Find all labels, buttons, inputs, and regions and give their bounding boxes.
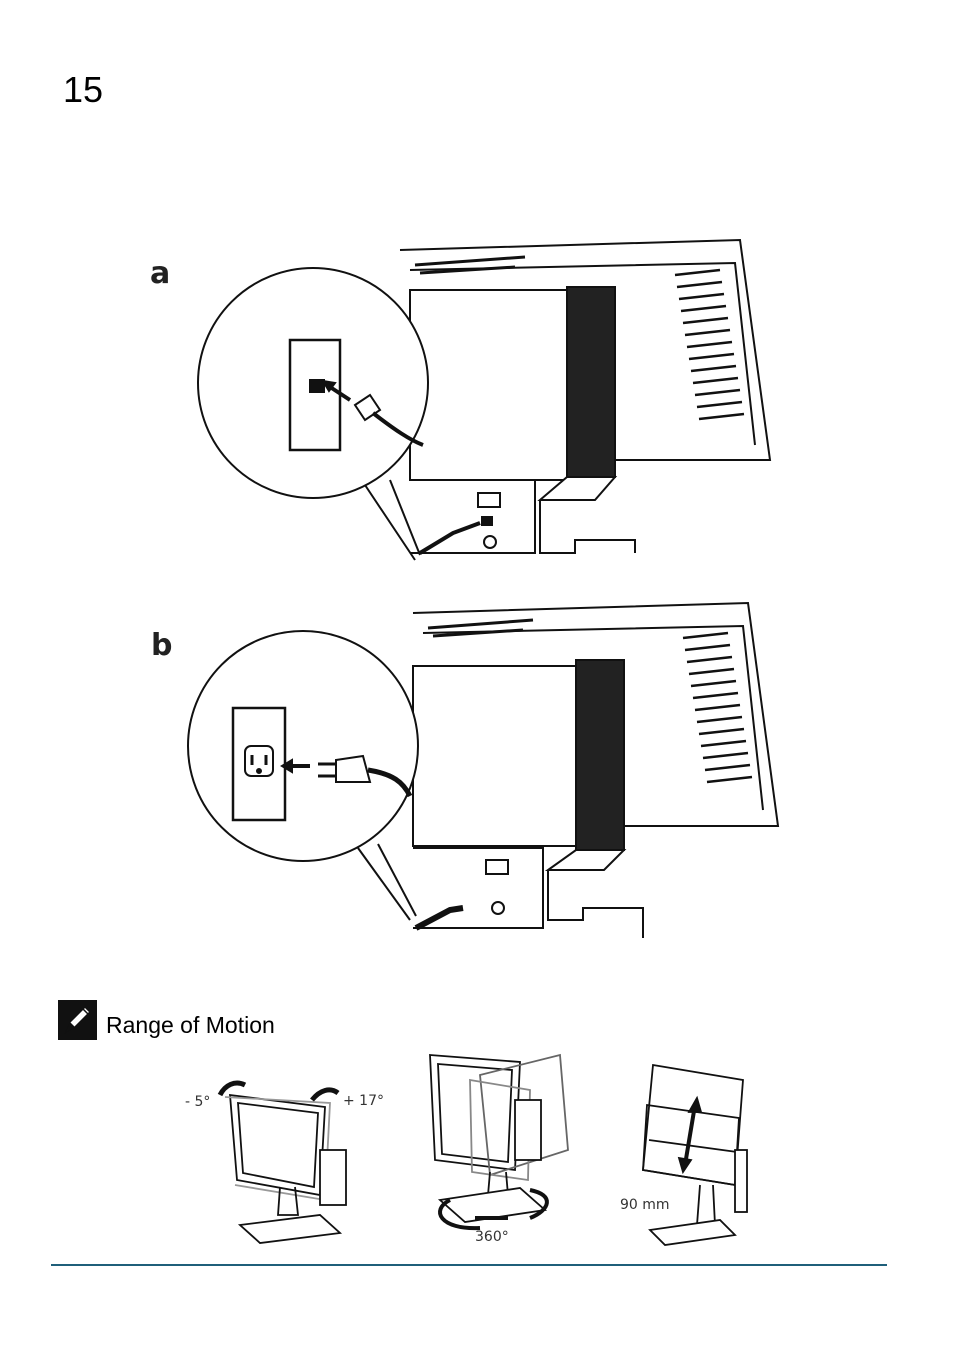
illustration-height bbox=[635, 1060, 755, 1250]
panel-a-letter: a bbox=[150, 258, 170, 290]
illustration-network-connection bbox=[195, 235, 785, 580]
note-title: Range of Motion bbox=[106, 1011, 275, 1039]
swivel-label: 360° bbox=[475, 1229, 509, 1245]
panel-b-letter: b bbox=[151, 630, 172, 662]
page-step-number: 15 bbox=[63, 70, 103, 110]
height-label: 90 mm bbox=[620, 1197, 670, 1213]
illustration-swivel bbox=[420, 1050, 580, 1235]
tilt-forward-label: + 17° bbox=[343, 1093, 384, 1109]
illustration-power-connection bbox=[188, 598, 788, 943]
note-pencil-icon bbox=[58, 1000, 97, 1040]
footer-rule bbox=[51, 1264, 887, 1266]
tilt-back-label: - 5° bbox=[185, 1094, 210, 1110]
